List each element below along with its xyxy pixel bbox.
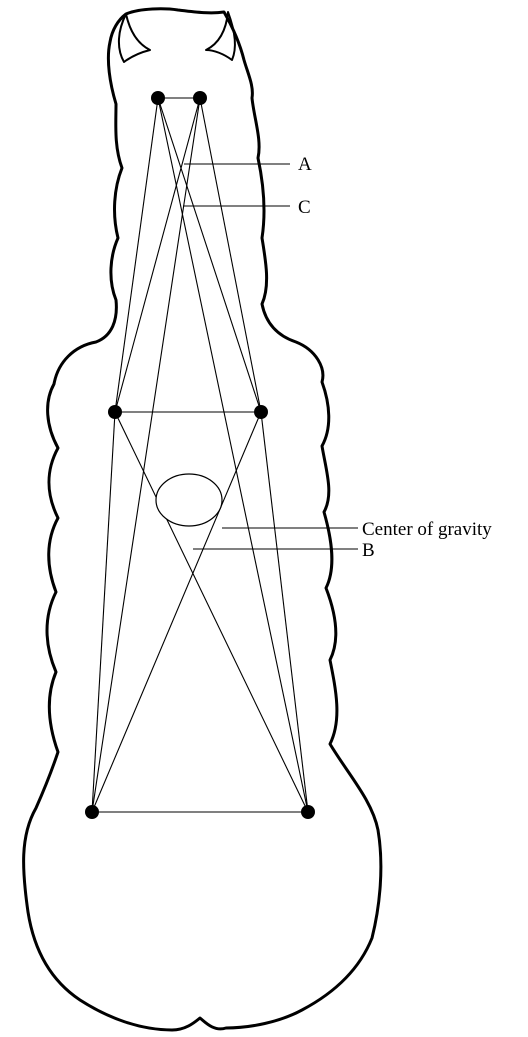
label-c: C [298, 197, 311, 218]
line-headL-shoulderL [115, 98, 158, 412]
label-b: B [362, 540, 375, 561]
point-hind-left [85, 805, 99, 819]
point-head-left [151, 91, 165, 105]
label-center-of-gravity: Center of gravity [362, 519, 492, 540]
support-lines [92, 98, 308, 812]
point-shoulder-right [254, 405, 268, 419]
line-shoulderR-hindR [261, 412, 308, 812]
support-points [85, 91, 315, 819]
line-headL-hindR [158, 98, 308, 812]
line-shoulderL-hindL [92, 412, 115, 812]
point-head-right [193, 91, 207, 105]
point-shoulder-left [108, 405, 122, 419]
line-shoulderL-hindR [115, 412, 308, 812]
line-shoulderR-hindL [92, 412, 261, 812]
label-a: A [298, 154, 312, 175]
point-hind-right [301, 805, 315, 819]
center-of-gravity-ellipse [156, 474, 222, 526]
right-ear [206, 12, 235, 60]
left-ear [119, 14, 150, 62]
line-headR-shoulderL [115, 98, 200, 412]
line-headR-hindL [92, 98, 200, 812]
